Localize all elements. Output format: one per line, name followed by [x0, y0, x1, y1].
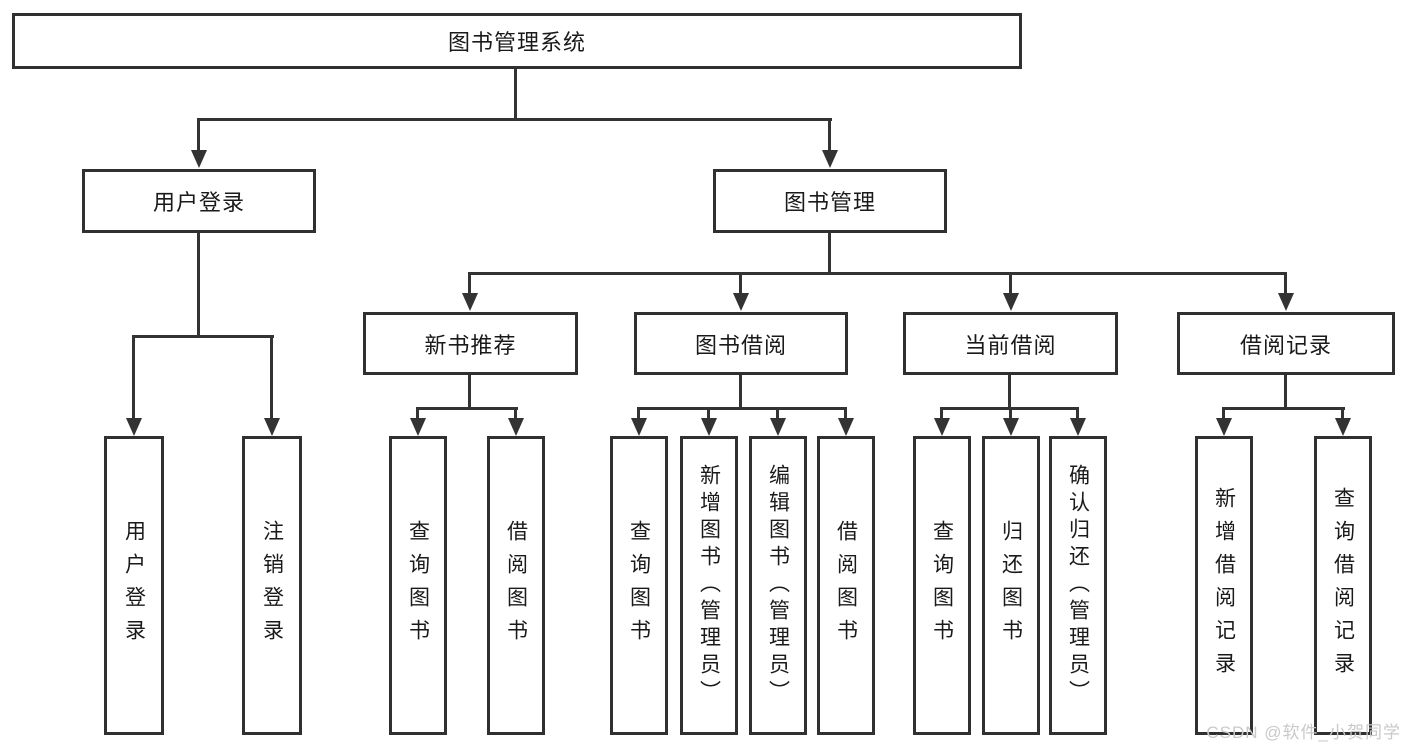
- connector-to-book-management: [828, 118, 831, 150]
- node-new-book-recommendation: 新书推荐: [363, 312, 578, 375]
- connector-to-book-borrow: [739, 272, 742, 293]
- connector-to-new-book: [468, 272, 471, 293]
- connector-level3-split: [468, 272, 1287, 275]
- csdn-watermark: CSDN @软件_小贺同学: [1206, 723, 1401, 742]
- connector-userlogin-split: [132, 335, 274, 338]
- connector-userlogin-stem: [197, 233, 200, 335]
- connector-drop: [1341, 407, 1344, 418]
- leaf-user-login: 用户登录: [104, 436, 164, 735]
- arrowhead-down-icon: [191, 150, 207, 168]
- connector-drop: [1076, 407, 1079, 418]
- connector-level1-split: [197, 118, 832, 121]
- connector-newbook-stem: [468, 375, 471, 407]
- arrowhead-down-icon: [264, 418, 280, 436]
- connector-drop: [940, 407, 943, 418]
- leaf-logout: 注销登录: [242, 436, 302, 735]
- leaf-add-books-admin: 新增图书（管理员）: [680, 436, 738, 735]
- leaf-search-books-recommend: 查询图书: [389, 436, 447, 735]
- arrowhead-down-icon: [410, 418, 426, 436]
- leaf-confirm-return-admin: 确认归还（管理员）: [1049, 436, 1107, 735]
- node-borrowing-records: 借阅记录: [1177, 312, 1395, 375]
- connector-records-stem: [1284, 375, 1287, 407]
- node-current-borrowing: 当前借阅: [903, 312, 1118, 375]
- arrowhead-down-icon: [462, 293, 478, 311]
- arrowhead-down-icon: [126, 418, 142, 436]
- connector-root-stem: [514, 69, 517, 118]
- connector-drop: [1009, 407, 1012, 418]
- connector-newbook-split: [416, 407, 518, 410]
- connector-drop: [707, 407, 710, 418]
- leaf-search-borrow-record: 查询借阅记录: [1314, 436, 1372, 735]
- connector-to-leaf-logout: [270, 335, 273, 418]
- connector-borrow-split: [637, 407, 847, 410]
- connector-drop: [776, 407, 779, 418]
- connector-drop: [514, 407, 517, 418]
- arrowhead-down-icon: [1003, 293, 1019, 311]
- arrowhead-down-icon: [934, 418, 950, 436]
- connector-to-leaf-login: [132, 335, 135, 418]
- arrowhead-down-icon: [701, 418, 717, 436]
- connector-records-split: [1222, 407, 1345, 410]
- arrowhead-down-icon: [1335, 418, 1351, 436]
- leaf-borrow-books-recommend: 借阅图书: [487, 436, 545, 735]
- arrowhead-down-icon: [733, 293, 749, 311]
- connector-borrow-stem: [739, 375, 742, 407]
- connector-drop: [844, 407, 847, 418]
- arrowhead-down-icon: [508, 418, 524, 436]
- connector-current-stem: [1008, 375, 1011, 407]
- node-user-login: 用户登录: [82, 169, 316, 233]
- arrowhead-down-icon: [1003, 418, 1019, 436]
- arrowhead-down-icon: [1278, 293, 1294, 311]
- arrowhead-down-icon: [1216, 418, 1232, 436]
- arrowhead-down-icon: [770, 418, 786, 436]
- arrowhead-down-icon: [631, 418, 647, 436]
- leaf-search-books-borrowing: 查询图书: [610, 436, 668, 735]
- connector-to-user-login: [197, 118, 200, 150]
- arrowhead-down-icon: [838, 418, 854, 436]
- leaf-borrow-books: 借阅图书: [817, 436, 875, 735]
- arrowhead-down-icon: [1070, 418, 1086, 436]
- leaf-return-books: 归还图书: [982, 436, 1040, 735]
- node-book-borrowing: 图书借阅: [634, 312, 848, 375]
- connector-drop: [416, 407, 419, 418]
- leaf-add-borrow-record: 新增借阅记录: [1195, 436, 1253, 735]
- connector-to-current-borrow: [1009, 272, 1012, 293]
- connector-drop: [637, 407, 640, 418]
- connector-to-borrow-records: [1284, 272, 1287, 293]
- arrowhead-down-icon: [822, 150, 838, 168]
- node-library-management-system: 图书管理系统: [12, 13, 1022, 69]
- connector-bookmgmt-stem: [828, 233, 831, 272]
- connector-drop: [1222, 407, 1225, 418]
- node-book-management: 图书管理: [713, 169, 947, 233]
- leaf-search-books-current: 查询图书: [913, 436, 971, 735]
- leaf-edit-books-admin: 编辑图书（管理员）: [749, 436, 807, 735]
